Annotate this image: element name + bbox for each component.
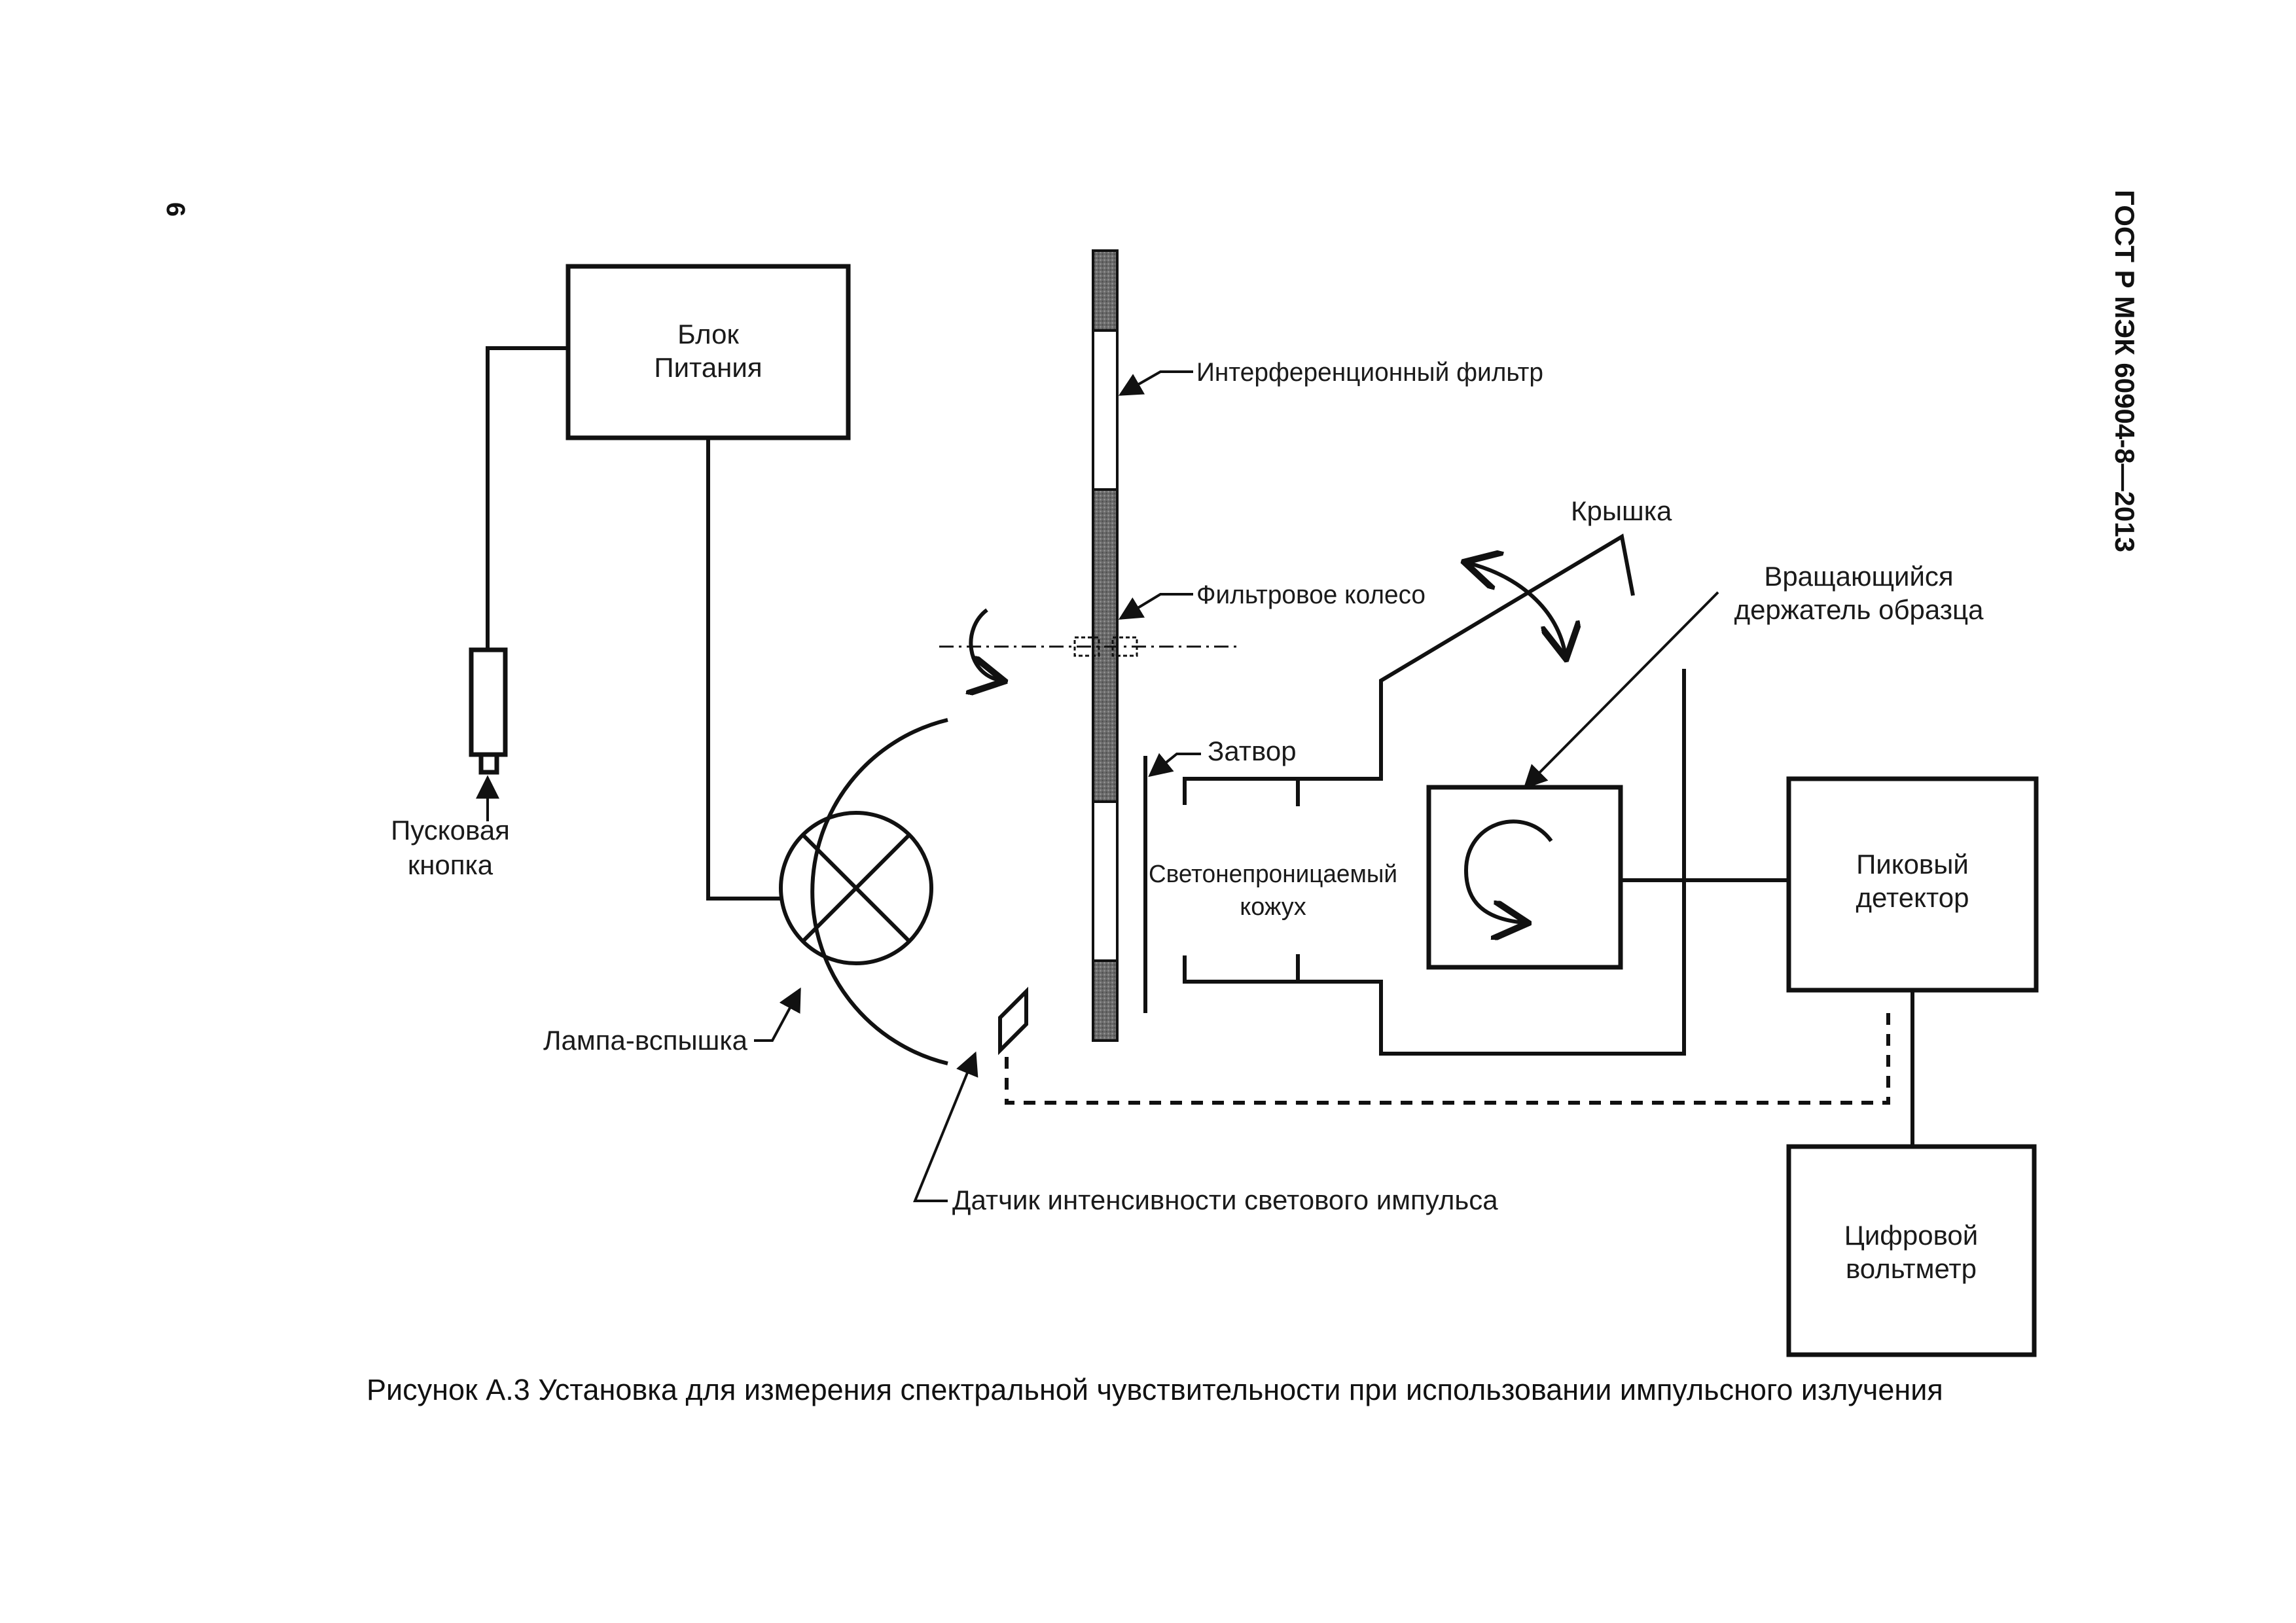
interference-filter-label: Интерференционный фильтр [1196, 358, 1543, 387]
holder-pointer [1523, 591, 1719, 789]
lid-label: Крышка [1571, 495, 1672, 526]
flash-lamp-label: Лампа-вспышка [543, 1025, 748, 1056]
sensor-label: Датчик интенсивности светового импульса [952, 1185, 1498, 1215]
wire-power-to-lamp [706, 438, 781, 901]
power-supply-label-line2: Питания [654, 352, 762, 383]
housing-label-line2: кожух [1240, 893, 1306, 921]
sensor-pointer [913, 1051, 978, 1202]
power-supply-block: Блок Питания [565, 264, 851, 440]
start-button [469, 647, 508, 775]
lightproof-housing: Светонепроницаемый кожух [1149, 533, 1686, 1056]
filter-wheel-pointer [1118, 593, 1193, 620]
peak-detector: Пиковый детектор [1786, 776, 2039, 993]
flash-lamp [779, 718, 948, 1065]
digital-voltmeter: Цифровой вольтметр [1786, 1144, 2037, 1357]
peak-detector-label-line2: детектор [1856, 882, 1969, 913]
figure-caption: Рисунок А.3 Установка для измерения спек… [367, 1373, 1943, 1406]
housing-label-line1: Светонепроницаемый [1149, 861, 1397, 888]
filter-wheel-label: Фильтровое колесо [1196, 580, 1426, 609]
voltmeter-label-line1: Цифровой [1844, 1220, 1978, 1251]
voltmeter-label-line2: вольтметр [1846, 1253, 1977, 1284]
rotating-sample-holder [1426, 785, 1623, 970]
start-button-label-line2: кнопка [408, 849, 493, 880]
holder-label-line1: Вращающийся [1764, 561, 1953, 592]
wire-power-to-button [486, 346, 568, 651]
pulse-intensity-sensor [998, 986, 1890, 1105]
holder-label-line2: держатель образца [1734, 594, 1984, 625]
shutter-pointer [1148, 753, 1201, 777]
filter-wheel: Фильтровое колесо [939, 249, 1426, 1042]
power-supply-label-line1: Блок [677, 319, 739, 349]
shutter-label: Затвор [1208, 736, 1297, 766]
lid-swing-arrow [1467, 563, 1566, 656]
start-button-label-line1: Пусковая [391, 815, 510, 846]
flash-lamp-pointer [754, 987, 801, 1042]
peak-detector-label-line1: Пиковый [1856, 849, 1969, 880]
interference-filter-pointer [1118, 370, 1193, 396]
